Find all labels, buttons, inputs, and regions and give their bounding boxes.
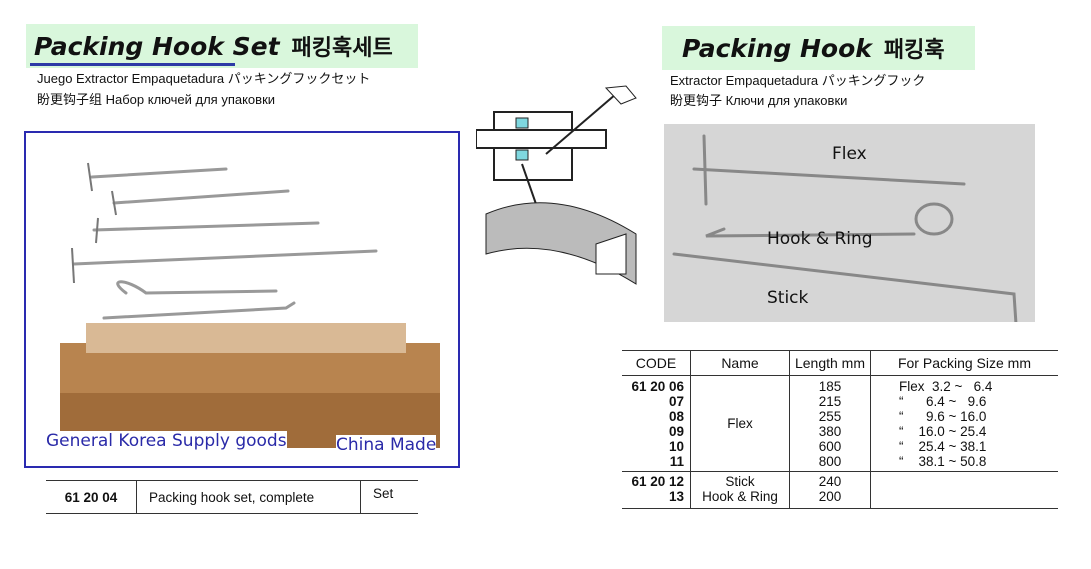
size: “ 16.0 ~ 25.4 bbox=[899, 424, 987, 439]
hook-title-box: Packing Hook 패킹훅 bbox=[662, 26, 975, 70]
caption-origin: China Made bbox=[336, 435, 437, 455]
set-code: 61 20 04 bbox=[64, 489, 118, 505]
code: 09 bbox=[668, 424, 684, 439]
hook-set-illustration bbox=[60, 162, 440, 448]
size: “ 9.6 ~ 16.0 bbox=[899, 409, 987, 424]
code: 11 bbox=[669, 454, 684, 469]
header-size: For Packing Size mm bbox=[870, 350, 1058, 376]
sizes-other bbox=[870, 471, 1058, 509]
length: 600 bbox=[818, 439, 842, 454]
set-unit: Set bbox=[360, 480, 418, 514]
label-stick: Stick bbox=[767, 288, 809, 308]
label-flex: Flex bbox=[832, 144, 867, 164]
set-description: Packing hook set, complete bbox=[136, 480, 361, 514]
code: 10 bbox=[668, 439, 684, 454]
size: “ 6.4 ~ 9.6 bbox=[899, 394, 987, 409]
length: 185 bbox=[818, 379, 842, 394]
code: 07 bbox=[668, 394, 684, 409]
length: 200 bbox=[818, 489, 842, 504]
set-photo: General Korea Supply goods China Made bbox=[24, 131, 460, 468]
set-order-table: 61 20 04 Packing hook set, complete Set bbox=[46, 480, 418, 514]
name-flex: Flex bbox=[690, 375, 790, 472]
set-title-box: Packing Hook Set 패킹훅세트 bbox=[26, 24, 418, 68]
sizes-flex: Flex 3.2 ~ 6.4“ 6.4 ~ 9.6“ 9.6 ~ 16.0“ 1… bbox=[870, 375, 1058, 472]
packing-diagram bbox=[476, 85, 637, 285]
length: 240 bbox=[818, 474, 842, 489]
label-hook-ring: Hook & Ring bbox=[767, 229, 873, 249]
code: 08 bbox=[668, 409, 684, 424]
hook-subtitle-1: Extractor Empaquetadura パッキングフック bbox=[670, 73, 926, 88]
set-title-en: Packing Hook Set bbox=[34, 32, 280, 61]
length: 380 bbox=[818, 424, 842, 439]
set-title: Packing Hook Set 패킹훅세트 bbox=[34, 30, 393, 62]
header-length: Length mm bbox=[789, 350, 871, 376]
hook-title-ko: 패킹훅 bbox=[883, 38, 945, 63]
hook-photo: Flex Hook & Ring Stick bbox=[664, 124, 1035, 326]
length: 215 bbox=[818, 394, 842, 409]
hook-title-en: Packing Hook bbox=[682, 34, 872, 63]
caption-supplier: General Korea Supply goods bbox=[46, 431, 287, 451]
code: 13 bbox=[668, 489, 684, 504]
size: Flex 3.2 ~ 6.4 bbox=[899, 379, 993, 394]
hook-illustration bbox=[672, 134, 1018, 326]
title-underline bbox=[30, 63, 235, 66]
set-subtitle-1: Juego Extractor Empaquetadura パッキングフックセッ… bbox=[37, 71, 371, 86]
code: 61 20 12 bbox=[631, 474, 684, 489]
header-code: CODE bbox=[622, 350, 691, 376]
code: 61 20 06 bbox=[631, 379, 684, 394]
set-title-ko: 패킹훅세트 bbox=[291, 36, 393, 61]
name: Hook & Ring bbox=[702, 489, 778, 504]
name: Stick bbox=[725, 474, 755, 489]
spec-table: CODE Name Length mm For Packing Size mm … bbox=[622, 350, 1058, 509]
set-subtitle-2: 盼更钩子组 Набор ключей для упаковки bbox=[37, 92, 276, 107]
hook-title: Packing Hook 패킹훅 bbox=[682, 32, 945, 64]
length: 255 bbox=[818, 409, 842, 424]
header-name: Name bbox=[690, 350, 790, 376]
hook-subtitle-2: 盼更钩子 Ключи для упаковки bbox=[670, 93, 848, 108]
length: 800 bbox=[818, 454, 842, 469]
size: “ 38.1 ~ 50.8 bbox=[899, 454, 987, 469]
size: “ 25.4 ~ 38.1 bbox=[899, 439, 987, 454]
